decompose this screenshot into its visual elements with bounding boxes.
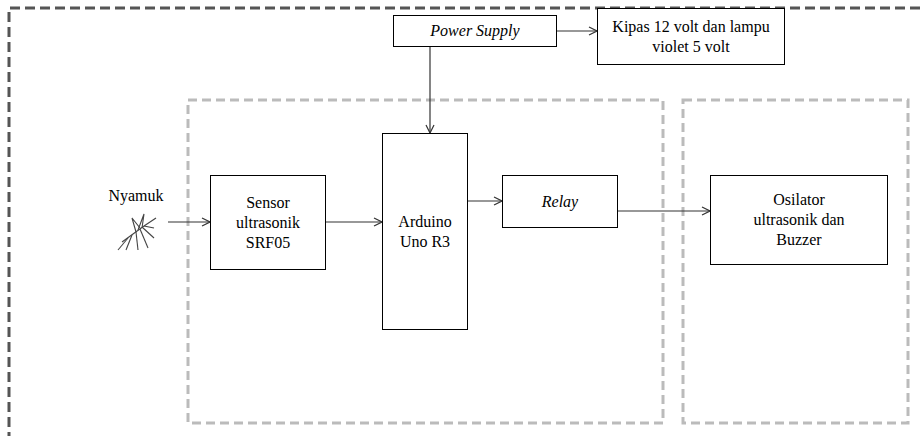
control-group-outline [188, 100, 663, 423]
arrow-connector [557, 30, 597, 31]
load-box: Kipas 12 volt dan lampu violet 5 volt [597, 8, 785, 65]
mosquito-node: Nyamuk [100, 186, 172, 262]
node-label: Nyamuk [108, 186, 163, 206]
node-label: Relay [542, 192, 578, 212]
mosquito-illustration [114, 212, 158, 252]
arrow-connector [326, 221, 382, 222]
node-label: Sensor ultrasonik SRF05 [218, 193, 318, 253]
node-label: Kipas 12 volt dan lampu violet 5 volt [605, 17, 777, 57]
arrow-connector [618, 210, 710, 211]
node-label: Arduino Uno R3 [390, 212, 460, 252]
arrow-connector [468, 200, 502, 201]
power-supply-box: Power Supply [393, 15, 557, 47]
node-label: Osilator ultrasonik dan Buzzer [753, 190, 845, 250]
controller-box: Arduino Uno R3 [382, 133, 468, 330]
node-label: Power Supply [430, 21, 519, 41]
arrow-connector [168, 221, 210, 222]
relay-box: Relay [502, 175, 618, 228]
sensor-box: Sensor ultrasonik SRF05 [210, 175, 326, 270]
oscillator-box: Osilator ultrasonik dan Buzzer [710, 175, 888, 265]
output-group-outline [683, 100, 908, 423]
outer-dashed-border [9, 8, 920, 436]
arrow-connector [429, 47, 430, 133]
